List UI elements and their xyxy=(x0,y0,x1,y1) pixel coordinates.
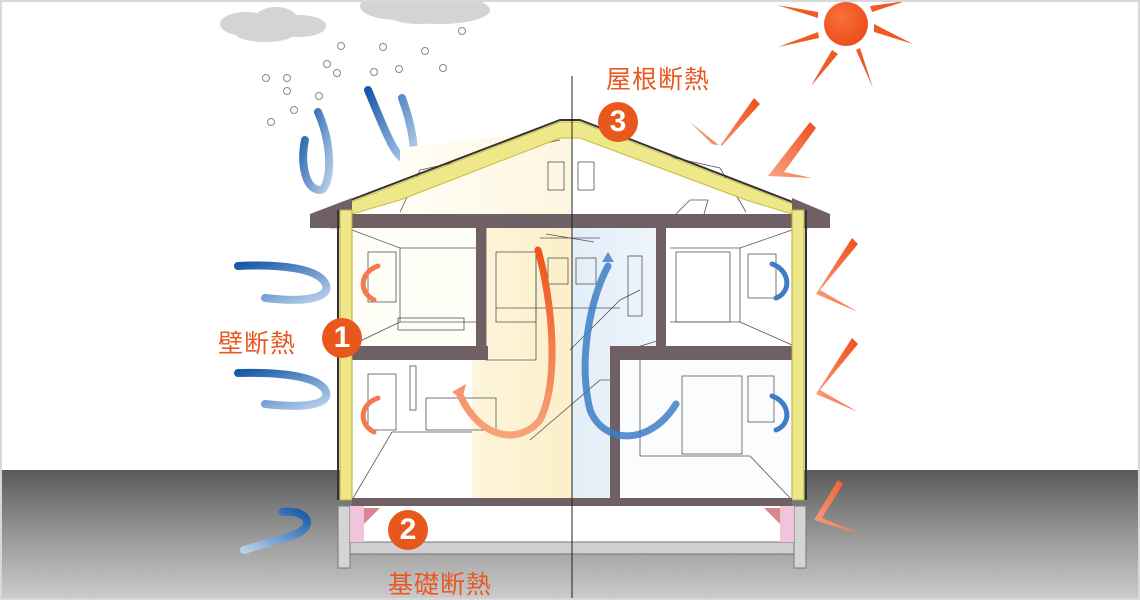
roof-insulation-number-badge: 3 xyxy=(598,102,638,142)
foundation-insulation-left xyxy=(350,506,364,542)
warm-air-arrow xyxy=(456,246,556,439)
wall-insulation-number-badge: 1 xyxy=(322,318,362,358)
wall-insulation-right xyxy=(791,209,805,501)
cloud-icon xyxy=(220,2,490,42)
sun-icon xyxy=(777,2,913,88)
roof-insulation-label: 屋根断熱 xyxy=(606,65,711,94)
cold-air-arrow xyxy=(234,86,418,554)
wall-insulation-label: 壁断熱 xyxy=(218,329,297,358)
foundation-insulation-right xyxy=(780,506,794,542)
cool-air-arrow xyxy=(581,262,680,440)
foundation-insulation-label: 基礎断熱 xyxy=(388,570,493,598)
foundation-insulation-number-badge: 2 xyxy=(388,510,428,550)
heat-ray-chevron xyxy=(690,98,866,536)
snowflake-dots xyxy=(262,27,466,126)
house xyxy=(351,128,793,501)
